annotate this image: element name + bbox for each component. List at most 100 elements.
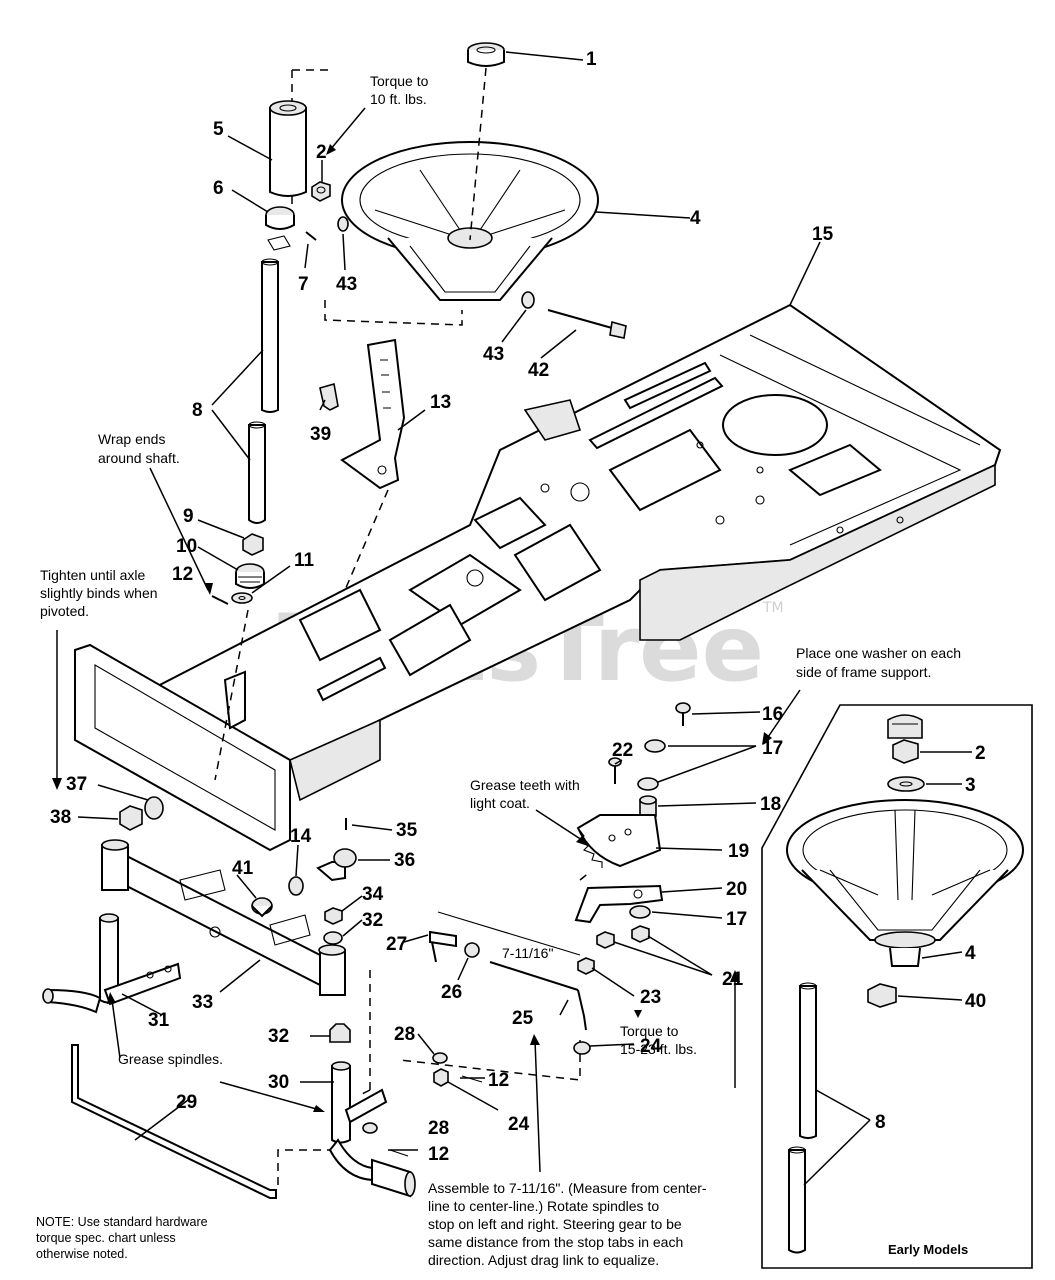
steering-nut	[242, 533, 264, 556]
support-bracket	[340, 338, 406, 490]
dimension-line	[437, 911, 581, 956]
early-models-title: Early Models	[888, 1242, 968, 1257]
note-tighten-line3: pivoted.	[40, 603, 89, 619]
callout-5: 5	[213, 119, 224, 140]
drag-link-nut	[577, 957, 595, 975]
callout-26: 26	[441, 982, 462, 1003]
note-hardware-line3: otherwise noted.	[36, 1247, 128, 1261]
steering-wheel	[341, 141, 599, 301]
note-hardware-line1: NOTE: Use standard hardware	[36, 1215, 208, 1229]
callout-25: 25	[512, 1008, 534, 1029]
note-grease-spindles: Grease spindles.	[118, 1051, 223, 1067]
callout-6: 6	[213, 178, 224, 199]
note-assemble-line4: same distance from the stop tabs in each	[428, 1234, 683, 1250]
callout-35: 35	[396, 820, 418, 841]
callout-15: 15	[812, 224, 834, 245]
callout-27: 27	[386, 934, 407, 955]
gear-washer-mid	[637, 777, 659, 791]
gear-spacer	[639, 795, 657, 817]
watermark-tm: TM	[762, 600, 784, 616]
spindle-washer-lower	[362, 1122, 378, 1134]
callout-20: 20	[726, 879, 747, 900]
callout-labels: 1 2 4 5 6 7 43 43 42 15 8 13 39 9 10 11 …	[50, 49, 986, 1165]
callout-40-early: 40	[965, 991, 986, 1012]
note-grease-teeth-line2: light coat.	[470, 795, 530, 811]
note-wrap-ends-line1: Wrap ends	[98, 431, 165, 447]
callout-39: 39	[310, 424, 331, 445]
drag-link-box	[359, 970, 581, 1096]
cap-centerline	[469, 67, 487, 241]
spindle-nut	[433, 1068, 449, 1087]
spindle-bushing-lower	[329, 1023, 351, 1043]
gear-washer-upper	[644, 739, 666, 753]
callout-3-early: 3	[965, 775, 976, 796]
note-dimension: 7-11/16"	[502, 945, 553, 961]
note-torque-10-line2: 10 ft. lbs.	[370, 91, 427, 107]
note-assemble-line1: Assemble to 7-11/16". (Measure from cent…	[428, 1180, 707, 1196]
callout-24a: 24	[508, 1114, 530, 1135]
note-tighten-line2: slightly binds when	[40, 585, 158, 601]
left-spindle	[42, 913, 182, 1014]
tie-rod	[71, 1044, 277, 1199]
arrow-heads	[52, 144, 772, 1112]
callout-7: 7	[298, 274, 309, 295]
callout-13: 13	[430, 392, 451, 413]
cotter-pin-shaft	[211, 595, 229, 605]
roll-pin	[305, 231, 317, 241]
tie-rod-centerline	[277, 1149, 330, 1185]
assembly-notes: Torque to 10 ft. lbs. Wrap ends around s…	[36, 73, 968, 1268]
cotter-pin-right	[461, 1075, 483, 1083]
gear-nut-left	[596, 931, 615, 949]
callout-4-early: 4	[965, 943, 976, 964]
callout-24b: 24	[640, 1036, 662, 1057]
callout-2: 2	[316, 142, 327, 163]
callout-28b: 28	[428, 1118, 449, 1139]
callout-10: 10	[176, 536, 197, 557]
early-models-box	[761, 704, 1033, 1269]
washer-top	[337, 216, 349, 232]
drag-link-end	[573, 1041, 591, 1055]
ball-joint-nut	[464, 942, 480, 958]
callout-16: 16	[762, 704, 783, 725]
flat-washer	[231, 592, 253, 604]
carriage-bolt	[547, 309, 627, 339]
hex-nut	[311, 181, 331, 202]
callout-14: 14	[290, 826, 312, 847]
callout-36: 36	[394, 850, 415, 871]
callout-33: 33	[192, 992, 213, 1013]
callout-29: 29	[176, 1092, 197, 1113]
bushing	[265, 206, 295, 251]
pivot-bolt	[316, 848, 357, 882]
gear-dash	[579, 871, 591, 881]
callout-17a: 17	[762, 738, 783, 759]
pivot-washer	[288, 876, 304, 896]
gear-bracket	[574, 884, 664, 924]
note-tighten-line1: Tighten until axle	[40, 567, 146, 583]
front-axle	[101, 839, 346, 996]
callout-8-early: 8	[875, 1112, 886, 1133]
callout-22: 22	[612, 740, 633, 761]
callout-38: 38	[50, 807, 71, 828]
callout-32b: 32	[268, 1026, 289, 1047]
bracket-centerline	[344, 489, 389, 591]
note-torque-15-23-line2: 15-23 ft. lbs.	[620, 1041, 697, 1057]
gear-screw	[675, 702, 691, 726]
sector-gear	[576, 814, 662, 868]
callout-41: 41	[232, 858, 254, 879]
callout-21: 21	[722, 969, 744, 990]
note-grease-teeth-line1: Grease teeth with	[470, 777, 580, 793]
callout-1: 1	[586, 49, 597, 70]
callout-12c: 12	[428, 1144, 449, 1165]
callout-19: 19	[728, 841, 749, 862]
callout-9: 9	[183, 506, 194, 527]
gear-nut-right	[631, 925, 650, 943]
callout-43a: 43	[336, 274, 357, 295]
callout-37: 37	[66, 774, 87, 795]
axle-washer	[144, 796, 164, 820]
steering-cap	[467, 42, 505, 67]
washer-bolt	[521, 291, 535, 309]
axle-nut	[119, 805, 143, 831]
callout-43b: 43	[483, 344, 504, 365]
leader-lines	[56, 51, 972, 1186]
